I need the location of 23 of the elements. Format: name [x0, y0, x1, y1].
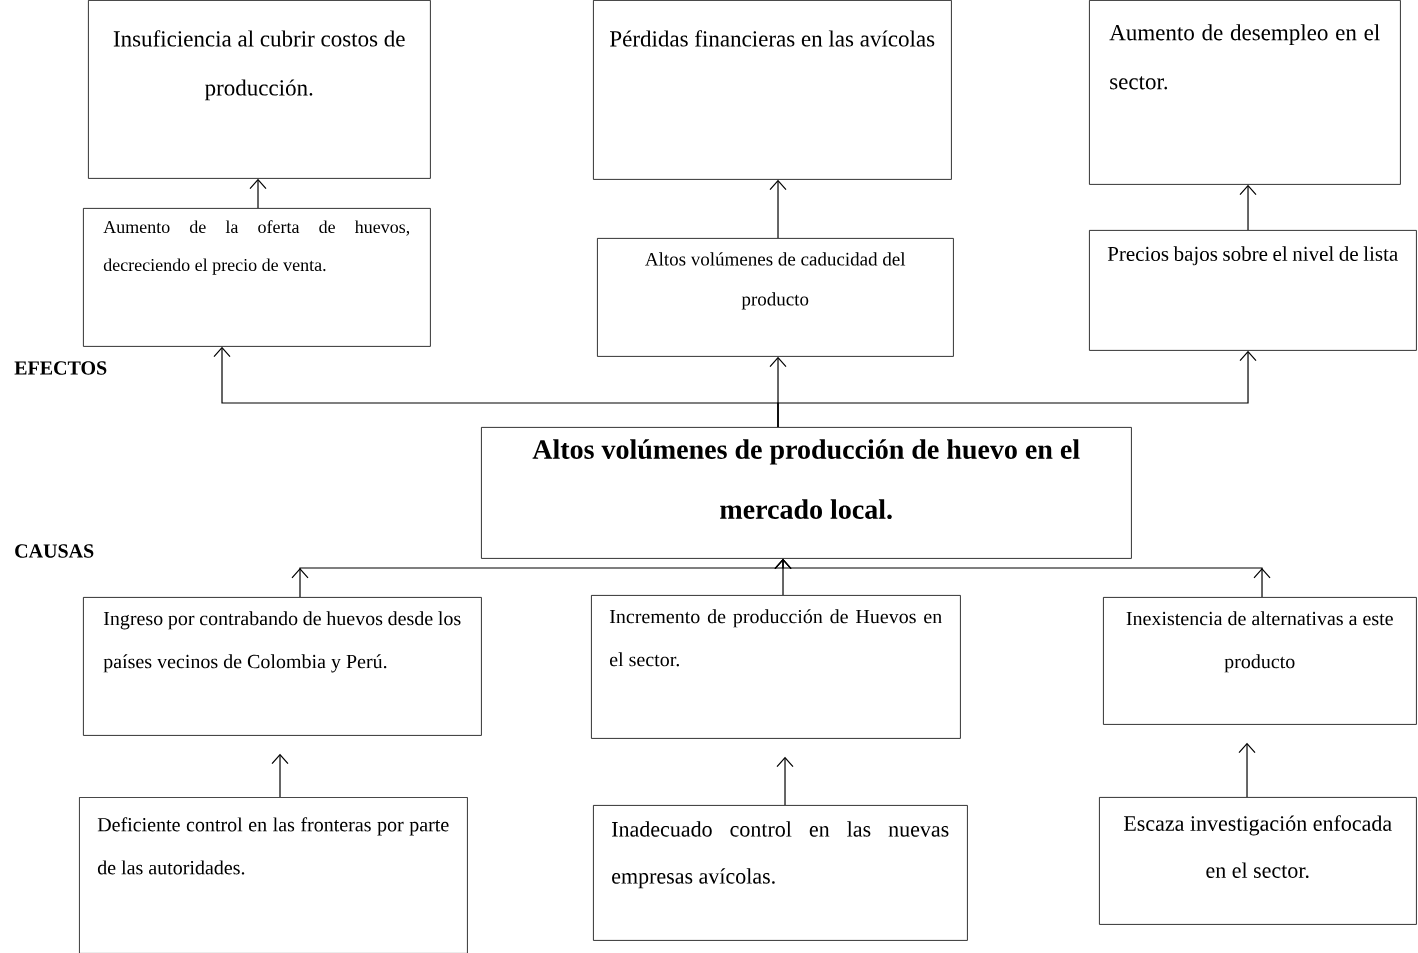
text-box: Pérdidas financieras en las avícolas: [593, 0, 952, 180]
text-box: Ingreso por contrabando de huevos desde los países vecinos de Colombia y Perú.: [83, 597, 482, 736]
text-box: Insuficiencia al cubrir costos de producción.: [88, 0, 431, 179]
text-box: Inadecuado control en las nuevas empresas avícolas.: [593, 805, 968, 941]
text-box: Altos volúmenes de producción de huevo en el mercado local.: [481, 427, 1132, 559]
arrow: [774, 558, 1271, 598]
arrow: [777, 350, 1257, 428]
section-label: CAUSAS: [15, 544, 94, 558]
arrow: [1238, 742, 1256, 798]
text-box: Altos volúmenes de caducidad del producto: [597, 238, 954, 357]
text-box: Aumento de desempleo en el sector.: [1089, 0, 1401, 185]
text-box: Precios bajos sobre el nivel de lista: [1089, 230, 1417, 351]
text-box: Aumento de la oferta de huevos, decreciendo el precio de venta.: [83, 208, 431, 347]
text-box: Inexistencia de alternativas a este producto: [1103, 597, 1417, 725]
arrow: [776, 756, 794, 806]
text-box: Incremento de producción de Huevos en el sector.: [591, 595, 961, 739]
text-box: Escaza investigación enfocada en el sector.: [1099, 797, 1417, 925]
arrow: [271, 753, 289, 798]
section-label: EFECTOS: [14, 361, 107, 375]
arrow: [769, 179, 787, 239]
arrow: [249, 178, 267, 209]
arrow: [1239, 184, 1257, 231]
text-box: Deficiente control en las fronteras por parte de las autoridades.: [79, 797, 468, 953]
